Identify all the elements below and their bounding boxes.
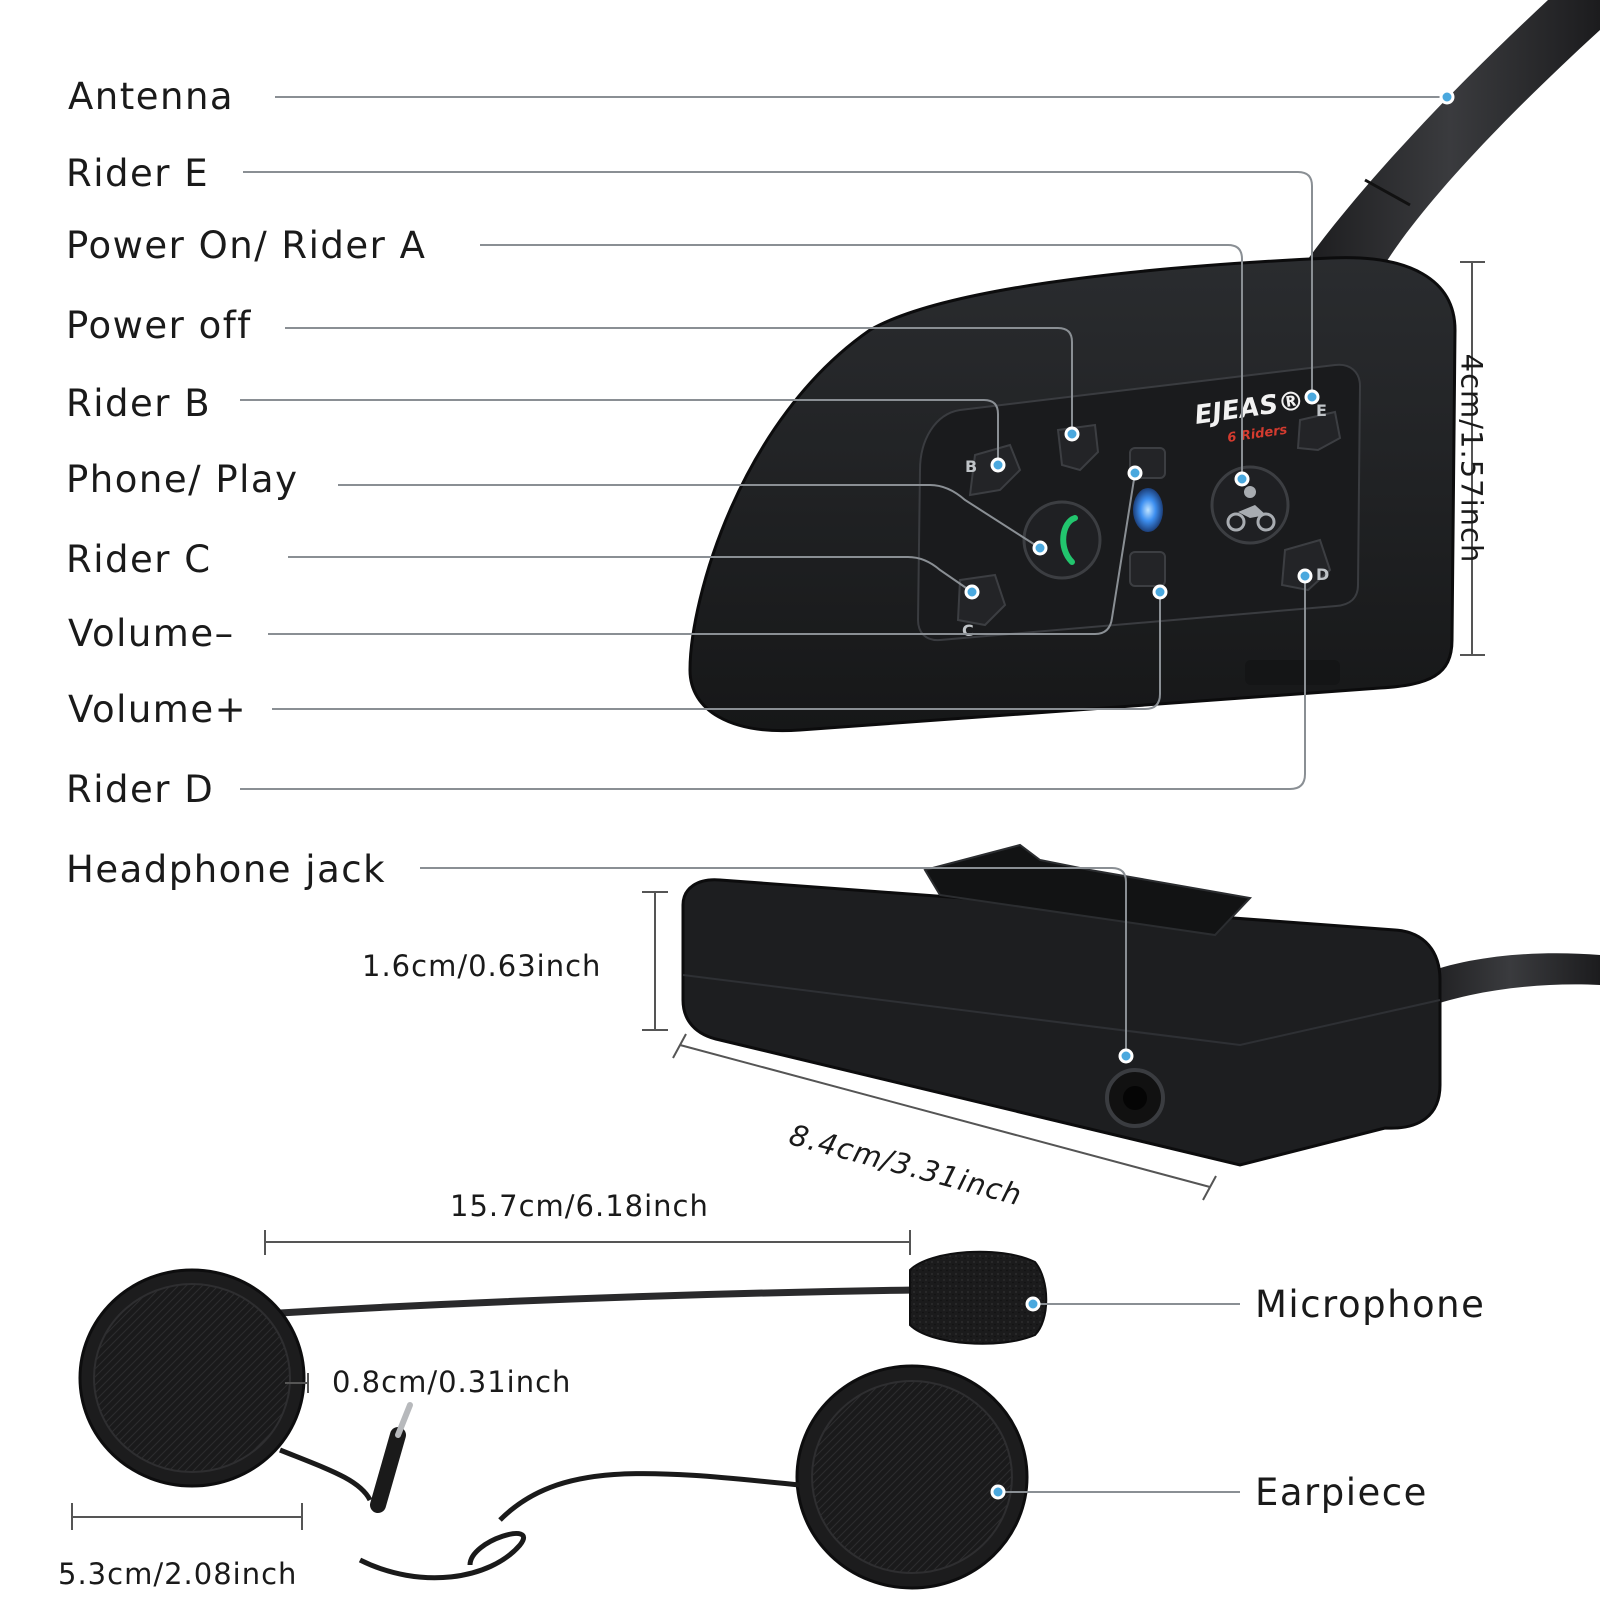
label-earpiece: Earpiece (1255, 1471, 1428, 1514)
phone-icon (1060, 515, 1078, 565)
rider-a-button (1210, 465, 1290, 545)
callout-dot-microphone (1025, 1296, 1041, 1312)
callout-dot-rider-e (1304, 389, 1320, 405)
side-antenna (1420, 953, 1600, 1010)
volume-plus-button (1129, 551, 1166, 587)
callout-dot-antenna (1439, 89, 1455, 105)
intercom-side-view (681, 843, 1600, 1167)
callout-dot-phone (1032, 540, 1048, 556)
headset-cable (279, 1447, 801, 1581)
leader-headphone (420, 867, 1127, 1056)
leader-rider-e (243, 171, 1313, 397)
dim-boom-length: 15.7cm/6.18inch (450, 1189, 709, 1223)
callout-dot-power-on (1234, 471, 1250, 487)
label-rider-b: Rider B (66, 382, 212, 425)
leader-volume-plus (272, 592, 1161, 710)
microphone-boom (279, 1286, 916, 1317)
dim-height: 4cm/1.57inch (1454, 353, 1489, 564)
motorbike-icon (1226, 486, 1276, 532)
dimension-markers (71, 261, 1485, 1530)
callout-dot-headphone (1118, 1048, 1134, 1064)
callout-dot-power-off (1064, 426, 1080, 442)
leader-power-off (285, 327, 1073, 434)
callout-dot-rider-c (964, 584, 980, 600)
button-letter-d: D (1316, 565, 1329, 584)
button-letter-b: B (965, 457, 977, 476)
callout-dot-earpiece (990, 1484, 1006, 1500)
leader-volume-minus (268, 472, 1136, 635)
leader-rider-d (240, 576, 1306, 790)
leader-power-on (480, 244, 1243, 479)
label-headphone-jack: Headphone jack (66, 848, 387, 891)
callout-dots (964, 89, 1455, 1500)
label-rider-c: Rider C (66, 538, 212, 581)
label-phone-play: Phone/ Play (66, 458, 299, 501)
speaker-thick-dim-line (285, 1373, 309, 1393)
dim-speaker-thickness: 0.8cm/0.31inch (332, 1365, 572, 1399)
dim-speaker-diameter: 5.3cm/2.08inch (58, 1557, 298, 1591)
height-dim-line (1460, 261, 1485, 656)
leader-phone (338, 484, 1041, 549)
status-led (1133, 488, 1163, 532)
leader-rider-c (288, 556, 973, 593)
leader-lines (240, 96, 1447, 1493)
callout-dot-rider-d (1297, 568, 1313, 584)
leader-rider-b (240, 399, 999, 465)
boom-dim-line (264, 1230, 911, 1255)
callout-dot-rider-b (990, 457, 1006, 473)
microphone-foam (909, 1250, 1048, 1345)
button-letter-e: E (1316, 401, 1327, 420)
headset (78, 1250, 1048, 1590)
audio-plug (370, 1402, 413, 1513)
length-dim-line (672, 1033, 1217, 1201)
callout-dot-volume-minus (1127, 465, 1143, 481)
label-microphone: Microphone (1255, 1283, 1486, 1326)
callout-dot-volume-plus (1152, 584, 1168, 600)
intercom-front-view: B C E D EJEAS® 6 Riders (688, 0, 1600, 733)
label-power-off: Power off (66, 304, 252, 347)
label-antenna: Antenna (68, 75, 235, 118)
label-rider-d: Rider D (66, 768, 215, 811)
dim-thickness: 1.6cm/0.63inch (362, 949, 602, 983)
bottom-clip (1245, 660, 1340, 685)
label-power-on-rider-a: Power On/ Rider A (66, 224, 427, 267)
antenna (1300, 0, 1600, 290)
thickness-dim-line (642, 891, 668, 1031)
label-rider-e: Rider E (66, 152, 210, 195)
rider-d-button (1280, 538, 1332, 592)
label-volume-minus: Volume– (68, 612, 235, 655)
label-volume-plus: Volume+ (68, 688, 248, 731)
speaker-dia-dim-line (71, 1503, 303, 1530)
rider-e-button (1296, 410, 1342, 452)
button-letter-c: C (962, 621, 974, 640)
